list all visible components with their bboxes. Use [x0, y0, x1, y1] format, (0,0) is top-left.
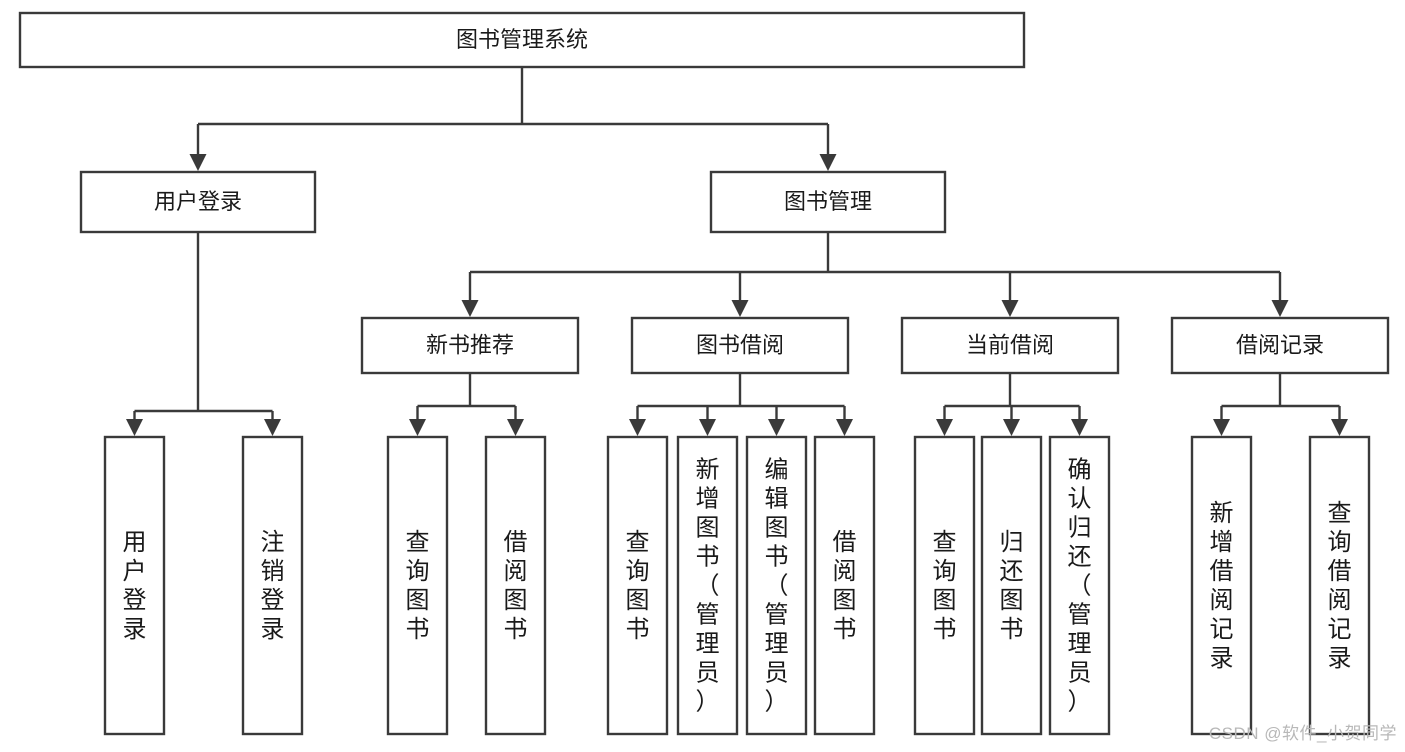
- node-leaf-add-book[interactable]: 新增图书（管理员）: [676, 435, 739, 736]
- node-label-root: 图书管理系统: [456, 27, 588, 52]
- node-leaf-borrow-book-2[interactable]: 借阅图书: [813, 435, 876, 736]
- arrow-head-book-manage-to-current-borrow: [1001, 300, 1019, 317]
- watermark-text: CSDN @软件_小贺同学: [1208, 724, 1397, 743]
- node-label-leaf-borrow-book-2: 借阅图书: [833, 529, 857, 643]
- node-current-borrow[interactable]: 当前借阅: [900, 316, 1120, 375]
- arrow-head-current-borrow-to-leaf-query-book-3: [936, 419, 953, 436]
- node-leaf-user-login[interactable]: 用户登录: [103, 435, 166, 736]
- node-box-root[interactable]: [18, 11, 1026, 69]
- node-box-leaf-confirm-return[interactable]: [1048, 435, 1111, 736]
- node-box-user-login[interactable]: [79, 170, 317, 234]
- node-new-book-rec[interactable]: 新书推荐: [360, 316, 580, 375]
- arrow-head-book-borrow-to-leaf-borrow-book-2: [836, 419, 853, 436]
- node-label-leaf-add-record: 新增借阅记录: [1210, 500, 1234, 672]
- arrow-head-borrow-record-to-leaf-query-record: [1331, 419, 1348, 436]
- node-box-book-borrow[interactable]: [630, 316, 850, 375]
- arrow-head-current-borrow-to-leaf-confirm-return: [1071, 419, 1088, 436]
- node-label-book-manage: 图书管理: [784, 189, 872, 214]
- arrow-head-book-borrow-to-leaf-query-book-2: [629, 419, 646, 436]
- node-root[interactable]: 图书管理系统: [18, 11, 1026, 69]
- node-box-borrow-record[interactable]: [1170, 316, 1390, 375]
- node-label-leaf-query-book-3: 查询图书: [933, 529, 957, 643]
- node-box-leaf-query-book-1[interactable]: [386, 435, 449, 736]
- node-box-book-manage[interactable]: [709, 170, 947, 234]
- node-label-user-login: 用户登录: [154, 189, 242, 214]
- node-label-borrow-record: 借阅记录: [1236, 332, 1324, 357]
- node-leaf-query-book-2[interactable]: 查询图书: [606, 435, 669, 736]
- node-label-leaf-borrow-book-1: 借阅图书: [504, 529, 528, 643]
- node-leaf-query-record[interactable]: 查询借阅记录: [1308, 435, 1371, 736]
- node-box-leaf-edit-book[interactable]: [745, 435, 808, 736]
- node-box-leaf-add-record[interactable]: [1190, 435, 1253, 736]
- node-label-leaf-query-record: 查询借阅记录: [1328, 500, 1352, 672]
- node-box-leaf-query-record[interactable]: [1308, 435, 1371, 736]
- node-box-leaf-add-book[interactable]: [676, 435, 739, 736]
- node-box-leaf-user-logout[interactable]: [241, 435, 304, 736]
- node-leaf-confirm-return[interactable]: 确认归还（管理员）: [1048, 435, 1111, 736]
- arrow-head-borrow-record-to-leaf-add-record: [1213, 419, 1230, 436]
- node-leaf-query-book-1[interactable]: 查询图书: [386, 435, 449, 736]
- node-book-manage[interactable]: 图书管理: [709, 170, 947, 234]
- arrow-head-book-manage-to-borrow-record: [1271, 300, 1289, 317]
- arrow-head-book-manage-to-new-book-rec: [461, 300, 479, 317]
- arrow-head-book-borrow-to-leaf-add-book: [699, 419, 716, 436]
- node-box-new-book-rec[interactable]: [360, 316, 580, 375]
- node-book-borrow[interactable]: 图书借阅: [630, 316, 850, 375]
- arrow-head-new-book-rec-to-leaf-borrow-book-1: [507, 419, 524, 436]
- arrow-head-user-login-to-leaf-user-login: [126, 419, 143, 436]
- node-label-leaf-confirm-return: 确认归还（管理员）: [1068, 457, 1092, 716]
- node-box-current-borrow[interactable]: [900, 316, 1120, 375]
- arrow-head-root-to-user-login: [189, 154, 207, 171]
- node-label-new-book-rec: 新书推荐: [426, 332, 514, 357]
- node-label-leaf-edit-book: 编辑图书（管理员）: [765, 457, 789, 716]
- node-box-leaf-user-login[interactable]: [103, 435, 166, 736]
- node-box-leaf-query-book-2[interactable]: [606, 435, 669, 736]
- node-leaf-user-logout[interactable]: 注销登录: [241, 435, 304, 736]
- node-label-leaf-return-book: 归还图书: [1000, 529, 1024, 643]
- node-box-leaf-borrow-book-1[interactable]: [484, 435, 547, 736]
- arrow-head-book-manage-to-book-borrow: [731, 300, 749, 317]
- nodes-layer: 图书管理系统用户登录图书管理新书推荐图书借阅当前借阅借阅记录用户登录注销登录查询…: [18, 11, 1390, 736]
- node-leaf-query-book-3[interactable]: 查询图书: [913, 435, 976, 736]
- node-leaf-add-record[interactable]: 新增借阅记录: [1190, 435, 1253, 736]
- node-label-current-borrow: 当前借阅: [966, 332, 1054, 357]
- node-box-leaf-borrow-book-2[interactable]: [813, 435, 876, 736]
- node-borrow-record[interactable]: 借阅记录: [1170, 316, 1390, 375]
- arrow-head-user-login-to-leaf-user-logout: [264, 419, 281, 436]
- node-label-book-borrow: 图书借阅: [696, 332, 784, 357]
- node-leaf-edit-book[interactable]: 编辑图书（管理员）: [745, 435, 808, 736]
- edges-layer: [126, 67, 1348, 436]
- arrow-head-new-book-rec-to-leaf-query-book-1: [409, 419, 426, 436]
- arrow-head-root-to-book-manage: [819, 154, 837, 171]
- arrow-head-book-borrow-to-leaf-edit-book: [768, 419, 785, 436]
- node-user-login[interactable]: 用户登录: [79, 170, 317, 234]
- node-box-leaf-query-book-3[interactable]: [913, 435, 976, 736]
- node-label-leaf-add-book: 新增图书（管理员）: [696, 457, 720, 716]
- node-box-leaf-return-book[interactable]: [980, 435, 1043, 736]
- node-label-leaf-query-book-2: 查询图书: [626, 529, 650, 643]
- arrow-head-current-borrow-to-leaf-return-book: [1003, 419, 1020, 436]
- node-leaf-return-book[interactable]: 归还图书: [980, 435, 1043, 736]
- node-leaf-borrow-book-1[interactable]: 借阅图书: [484, 435, 547, 736]
- node-label-leaf-user-login: 用户登录: [123, 529, 147, 643]
- node-label-leaf-user-logout: 注销登录: [261, 529, 285, 643]
- node-label-leaf-query-book-1: 查询图书: [406, 529, 430, 643]
